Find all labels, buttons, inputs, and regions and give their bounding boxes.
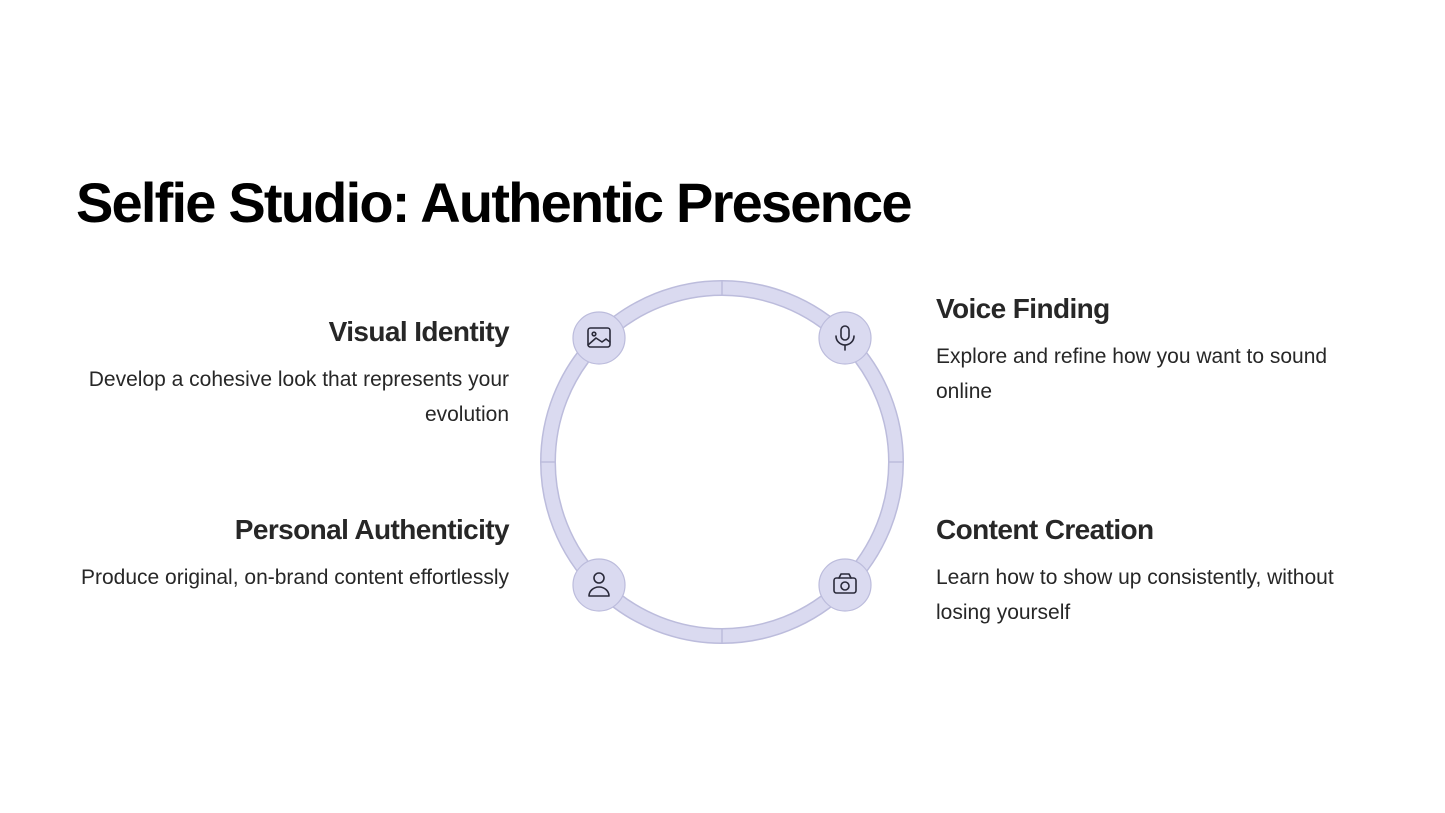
node-content-creation bbox=[818, 558, 872, 612]
cycle-ring bbox=[540, 280, 904, 644]
node-voice-finding bbox=[818, 311, 872, 365]
user-icon bbox=[588, 572, 610, 597]
microphone-icon bbox=[835, 325, 855, 351]
item-description: Learn how to show up consistently, witho… bbox=[936, 566, 1334, 624]
item-title: Content Creation bbox=[936, 514, 1154, 545]
item-title: Visual Identity bbox=[328, 316, 510, 347]
item-voice-finding: Voice Finding Explore and refine how you… bbox=[936, 293, 1376, 409]
item-description: Produce original, on-brand content effor… bbox=[80, 566, 509, 589]
item-personal-authenticity: Personal Authenticity Produce original, … bbox=[69, 514, 510, 595]
node-personal-authenticity bbox=[572, 558, 626, 612]
item-description: Explore and refine how you want to sound… bbox=[936, 345, 1328, 403]
image-icon bbox=[587, 327, 611, 348]
node-visual-identity bbox=[572, 311, 626, 365]
camera-icon bbox=[833, 573, 857, 594]
item-description: Develop a cohesive look that represents … bbox=[88, 368, 509, 426]
item-visual-identity: Visual Identity Develop a cohesive look … bbox=[69, 316, 510, 432]
item-content-creation: Content Creation Learn how to show up co… bbox=[936, 514, 1376, 630]
page-title: Selfie Studio: Authentic Presence bbox=[76, 171, 913, 234]
cycle-diagram bbox=[536, 276, 908, 648]
item-title: Voice Finding bbox=[936, 293, 1110, 324]
item-title: Personal Authenticity bbox=[234, 514, 510, 545]
